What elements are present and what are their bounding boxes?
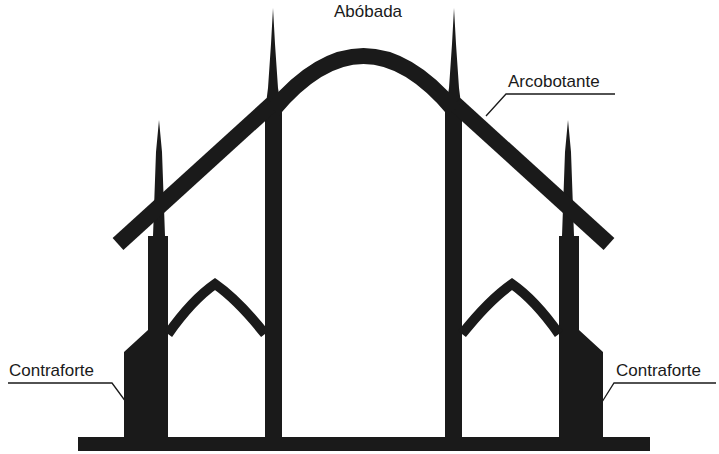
part-label: Abóbada: [334, 2, 402, 22]
outer-buttress: [124, 120, 168, 440]
central-pillar: [265, 8, 282, 440]
vault-arch: [273, 56, 454, 110]
part-label: Arcobotante: [508, 72, 600, 92]
leader-line: [8, 383, 126, 402]
half-structure: [118, 8, 282, 440]
mirrored-structure: [445, 8, 609, 440]
aisle-arch: [168, 284, 265, 334]
leader-line: [486, 94, 615, 116]
part-label: Contraforte: [616, 361, 701, 381]
leader-line: [602, 383, 716, 402]
ground-slab: [78, 437, 650, 451]
flying-buttress: [118, 104, 272, 244]
part-label: Contraforte: [9, 361, 94, 381]
